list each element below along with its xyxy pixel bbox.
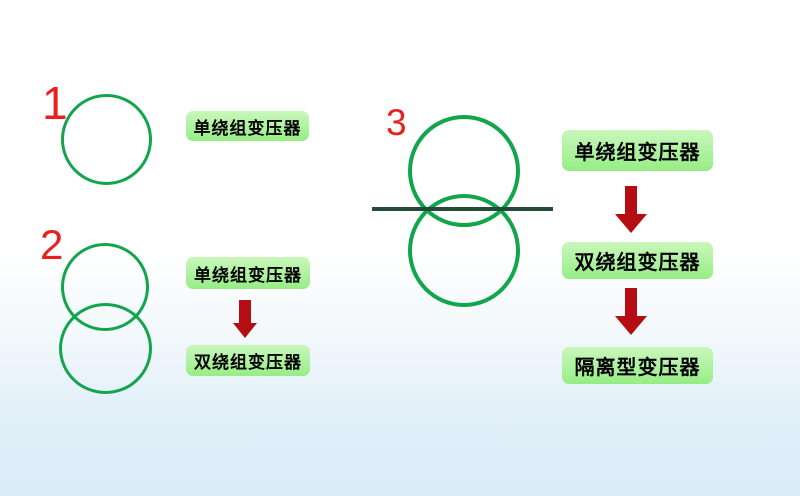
step-number-1: 1 [42, 77, 68, 129]
label-single-winding-transformer-3: 单绕组变压器 [562, 130, 713, 171]
winding-circle-1 [61, 94, 152, 185]
step-number-3: 3 [386, 102, 407, 143]
label-double-winding-transformer-3: 双绕组变压器 [562, 242, 713, 279]
step-number-2: 2 [40, 221, 64, 268]
down-arrow-icon [615, 288, 647, 335]
label-isolation-transformer: 隔离型变压器 [562, 347, 713, 384]
label-text: 单绕组变压器 [194, 265, 302, 285]
label-text: 双绕组变压器 [574, 252, 701, 274]
winding-circle-3-bottom [408, 194, 520, 307]
label-single-winding-transformer-1: 单绕组变压器 [186, 111, 309, 141]
label-text: 隔离型变压器 [574, 357, 701, 379]
label-text: 单绕组变压器 [574, 142, 701, 164]
down-arrow-icon [615, 186, 647, 233]
label-double-winding-transformer-2: 双绕组变压器 [186, 345, 310, 376]
down-arrow-icon [233, 300, 257, 338]
label-text: 单绕组变压器 [193, 118, 302, 138]
label-single-winding-transformer-2: 单绕组变压器 [186, 257, 310, 289]
label-text: 双绕组变压器 [194, 353, 302, 372]
separator-line [372, 207, 553, 211]
winding-circle-2-bottom [59, 303, 152, 394]
